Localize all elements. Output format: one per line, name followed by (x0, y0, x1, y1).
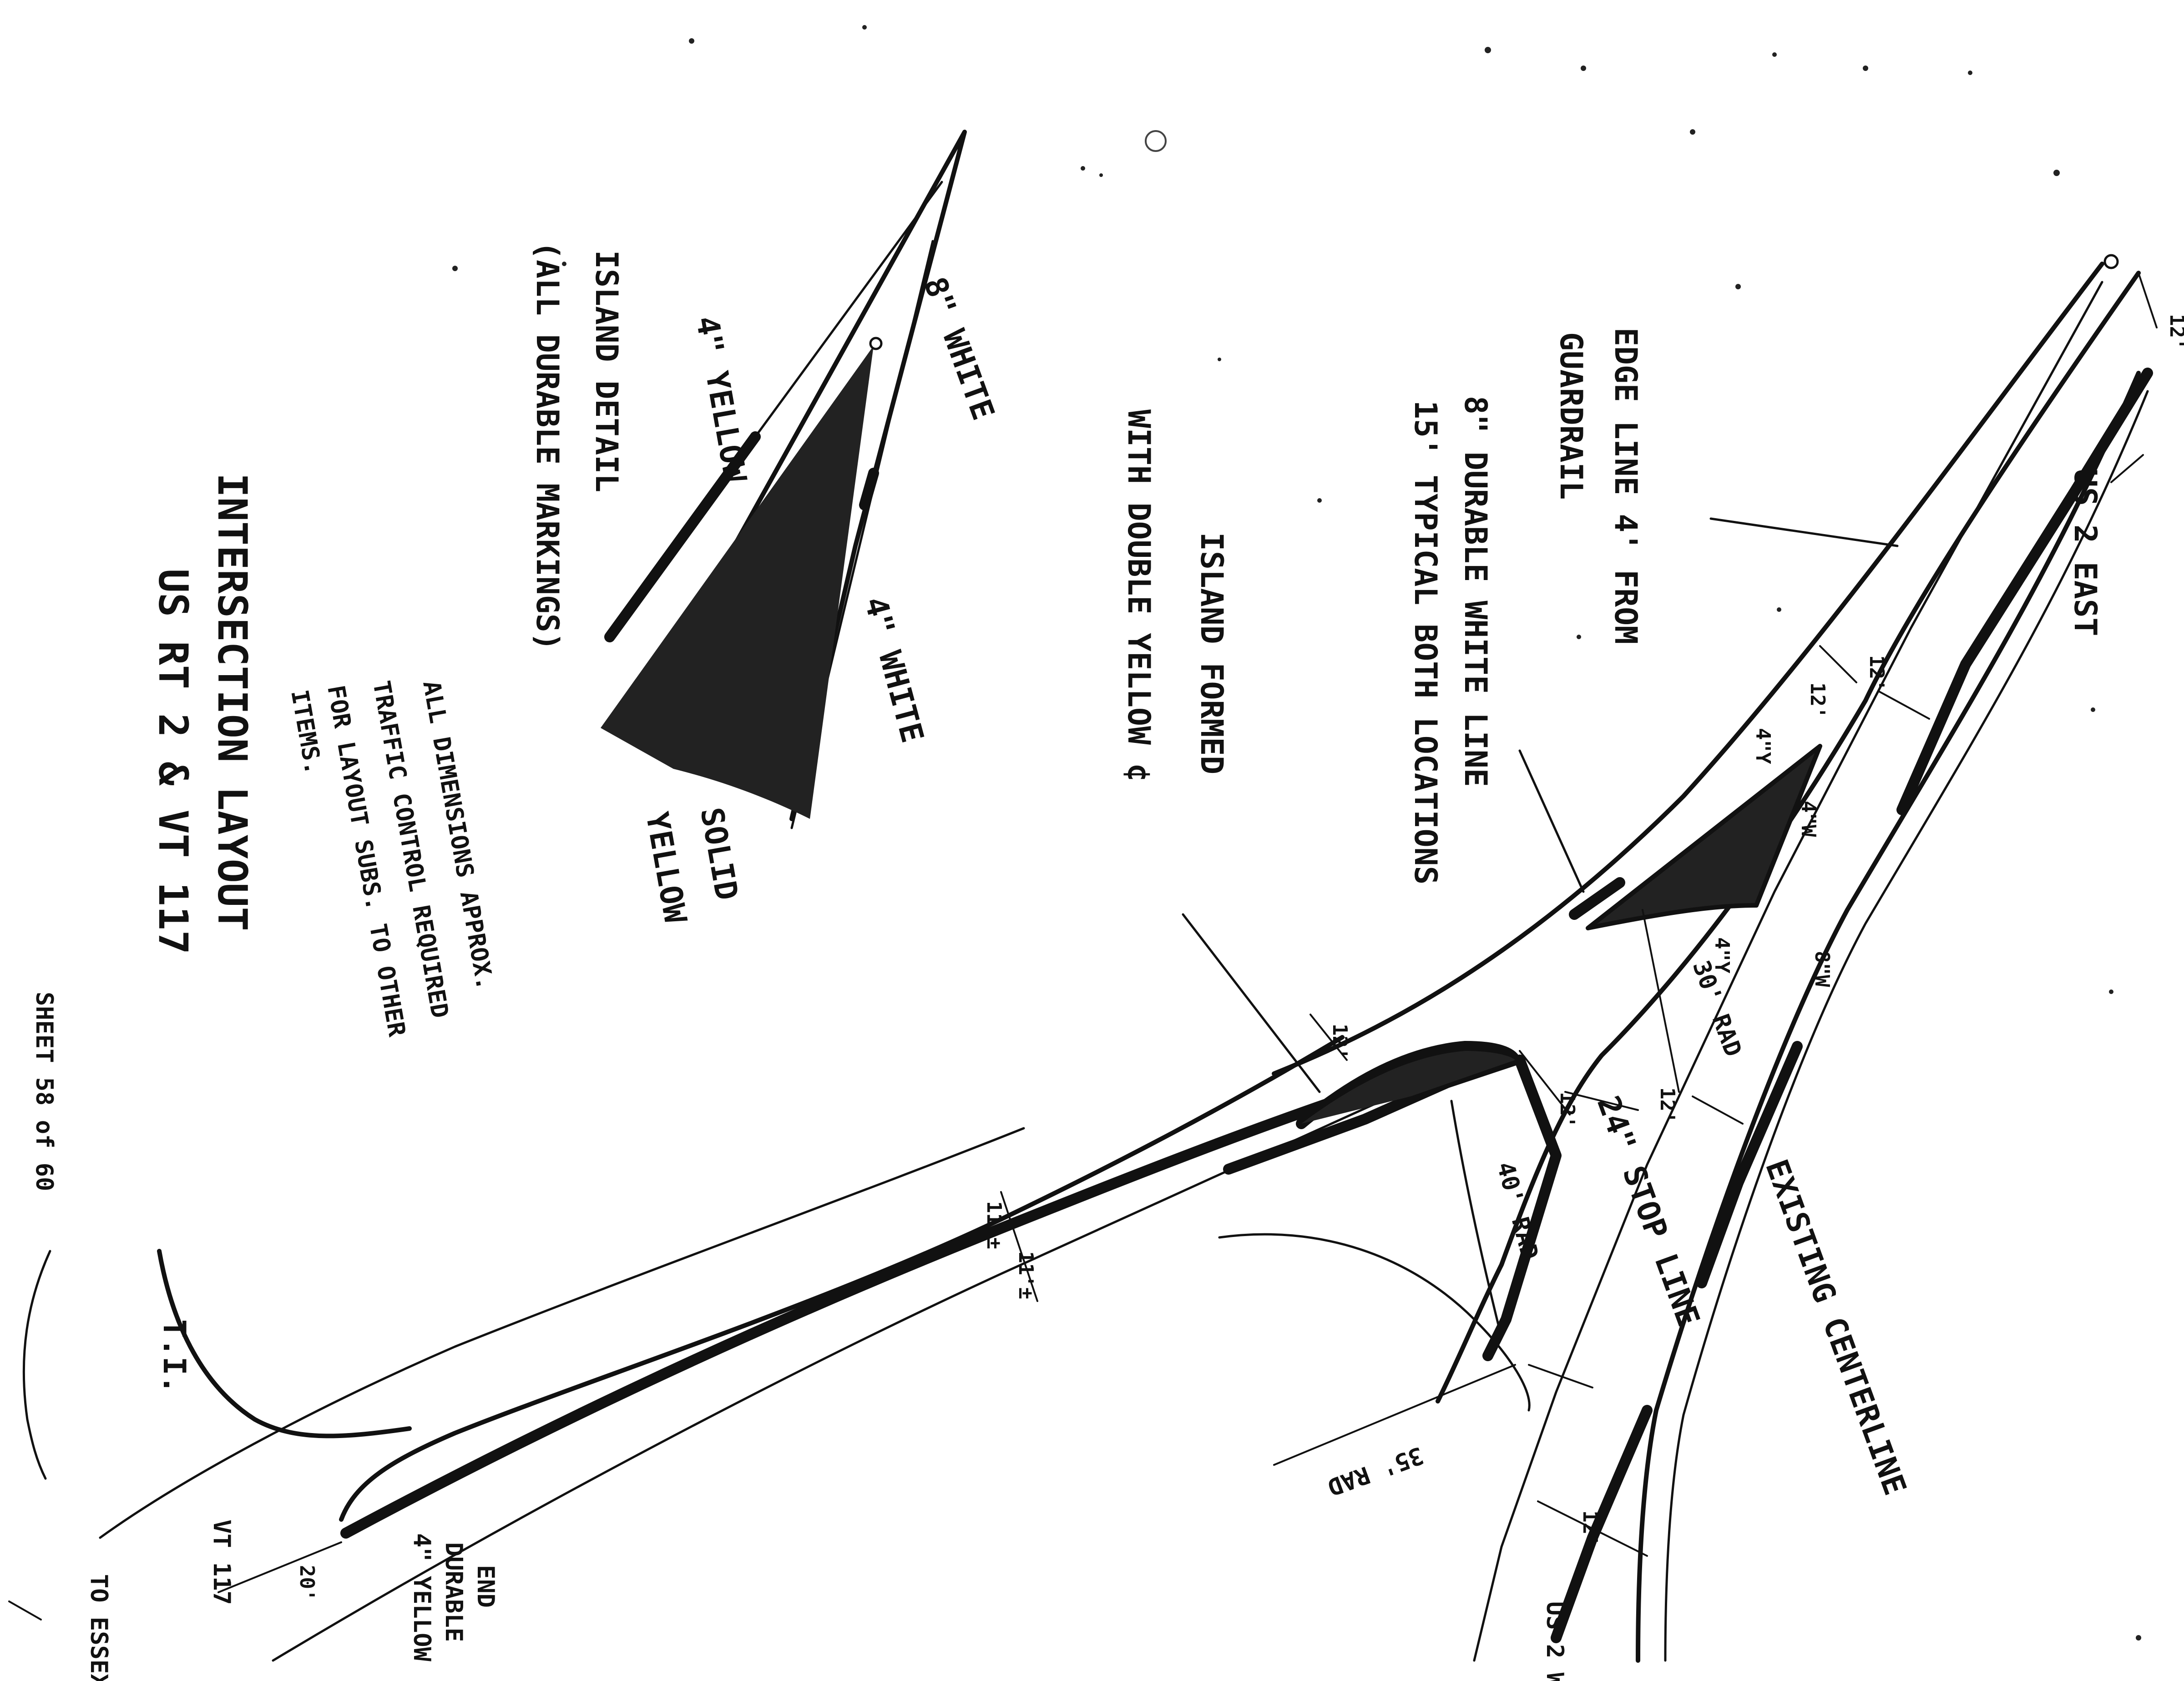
dim-12-a: 12' (2165, 314, 2184, 350)
label-island-formed: ISLAND FORMED (1193, 532, 1229, 774)
us2-inner-edge (1272, 262, 2104, 1076)
triangle-white-line (1569, 877, 1625, 920)
label-end-durable-3: 4" YELLOW (408, 1533, 435, 1661)
label-stop-line: 24" STOP LINE (1590, 1091, 1706, 1331)
label-double-yellow: WITH DOUBLE YELLOW ¢ (1121, 409, 1157, 782)
label-title-2: US RT 2 & VT 117 (150, 569, 197, 954)
dim-12-c: 12' (1806, 682, 1829, 718)
label-typical: 15' TYPICAL BOTH LOCATIONS (1407, 400, 1443, 884)
label-end-durable-1: END (472, 1565, 499, 1608)
existing-centerline (1473, 281, 2103, 1662)
dim-11-b: 11'± (1014, 1251, 1037, 1299)
dim-4w: 4"W (1797, 801, 1820, 837)
dim-12-e: 12' (1556, 1092, 1579, 1128)
dim-4y-a: 4"Y (1751, 728, 1774, 764)
vt117-upper-edge (339, 1035, 1345, 1522)
vt117-double-yellow (340, 1059, 1452, 1539)
vt117-dash-line (99, 1127, 1025, 1539)
us2-inner-edge-2 (1436, 271, 2141, 1403)
dim-12-d: 12' (1328, 1024, 1351, 1060)
label-us2-west: US 2 WEST (1541, 1601, 1568, 1681)
island-upper-edge (1296, 1041, 1521, 1129)
us2-outer-edge-2 (1664, 390, 2149, 1662)
dim-4y-b: 4"Y (1710, 937, 1734, 974)
label-end-durable-2: DURABLE (440, 1542, 467, 1642)
label-white-4: 4" WHITE (857, 593, 930, 747)
stop-line (1482, 1055, 1562, 1361)
label-all-durable: (ALL DURABLE MARKINGS) (529, 241, 565, 651)
label-rad-35: 35' RAD (1324, 1441, 1427, 1501)
ti-curve-outer (22, 1250, 51, 1480)
inner-curve-35 (1218, 1233, 1531, 1412)
label-dims-4: ITEMS. (285, 688, 327, 777)
label-vt117: VT 117 (208, 1519, 235, 1605)
vt117-dash-line-2 (99, 1127, 1025, 1539)
label-solid-2: YELLOW (638, 809, 693, 926)
label-island-detail: ISLAND DETAIL (588, 250, 624, 492)
dim-12-b: 12' (1865, 655, 1888, 691)
label-to-essex: TO ESSEX JCT (85, 1574, 112, 1681)
label-durable-line: 8" DURABLE WHITE LINE (1457, 396, 1493, 787)
label-edge-line: EDGE LINE 4' FROM (1608, 328, 1643, 644)
vt117-lower-edge (272, 1045, 1503, 1662)
island-detail (601, 130, 967, 829)
dim-8w: 8"W (1810, 951, 1834, 987)
label-ti: T.I. (156, 1319, 192, 1394)
dim-20: 20' (295, 1565, 318, 1601)
ti-curve (157, 1249, 412, 1439)
dim-12-f: 12' (1656, 1087, 1679, 1123)
scan-speckles (452, 25, 2141, 1641)
dim-12-g: 12' (1578, 1510, 1602, 1546)
label-us2-east: US 2 EAST (2067, 469, 2103, 636)
label-solid-1: SOLID (693, 805, 744, 903)
label-existing-cl: EXISTING CENTERLINE (1758, 1155, 1913, 1500)
label-title-1: INTERSECTION LAYOUT (209, 473, 256, 931)
inner-curve-40 (1450, 1100, 1503, 1339)
triangle-island-edge (1586, 744, 1822, 930)
dim-11-a: 11'± (982, 1201, 1006, 1249)
us2-heavy-line-3 (1551, 1405, 1653, 1643)
label-yellow-4: 4" YELLOW (688, 313, 753, 485)
label-guardrail: GUARDRAIL (1553, 332, 1589, 500)
us2-heavy-line-2 (1696, 1041, 1803, 1288)
label-sheet: SHEET 58 of 60 (30, 992, 58, 1191)
us2-outer-edge (1636, 371, 2141, 1663)
island-hatch (1301, 1051, 1515, 1124)
dimension-arrows (8, 254, 2158, 1620)
us2-heavy-line-1 (1896, 368, 2153, 815)
label-white-8: 8" WHITE (916, 273, 1001, 425)
